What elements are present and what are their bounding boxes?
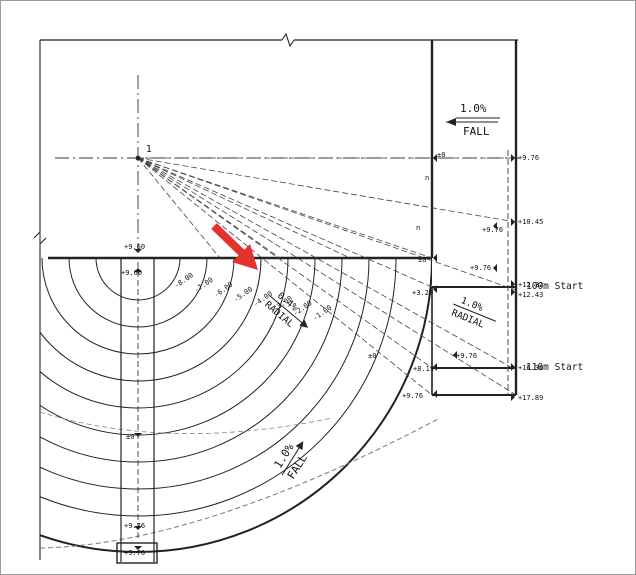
level-runway-976b: +9.76 [124,549,145,557]
centre-lines [55,75,520,252]
level-arc-pm0-low: ±0 [368,352,376,360]
fall-top-annotation: 1.0% FALL [446,102,500,138]
level-mid-976-a: +9.76 [482,226,503,234]
level-right-1243: +12.43 [518,291,543,299]
level-right-1232: +12.32 [518,281,543,289]
drainage-channel [116,258,158,564]
level-left-320: +3.20 [412,289,433,297]
inner-dashed-arc [39,411,333,435]
radial-fall-lines [137,157,517,396]
level-radial-976: +9.76 [456,352,477,360]
level-markers [134,154,515,550]
level-arc-n2: n [416,224,420,232]
level-runway-pm0: ±0 [126,433,134,441]
boundary-lines [33,32,518,560]
level-pit-960b: +9.60 [121,269,142,277]
red-pointer-arrow [211,223,258,270]
arc-depth-labels: -8.00-7.00-6.00-5.00-4.00-3.00-2.00-1.00 [173,271,333,322]
arc-depth-label: -5.00 [232,285,254,304]
level-arc-pm0: ±0 [418,256,426,264]
level-mid-976-b: +9.76 [470,264,491,272]
level-bot-976: +9.76 [402,392,423,400]
level-bot-819: +8.19 [413,365,434,373]
level-runway-976: +9.76 [124,522,145,530]
level-top-left: ±0 [437,151,445,159]
level-top-right: +9.76 [518,154,539,162]
radial-right-annotation: 1.0% RADIAL [450,295,497,331]
level-pit-960: +9.60 [124,243,145,251]
centre-label: 1 [146,144,152,155]
level-right-1045: +10.45 [518,218,543,226]
straight-lanes [430,40,518,396]
level-right-1636: +16.36 [518,364,543,372]
level-arc-n: n [425,174,429,182]
level-right-1789: +17.89 [518,394,543,402]
centre-point [135,155,141,161]
start-110m-label: 110m Start [526,362,583,373]
start-100m-label: 100m Start [526,281,583,292]
level-labels: ±0 +9.76 +10.45 +9.76 +9.76 +12.32 +12.4… [121,151,543,557]
arc-depth-label: -6.00 [213,281,235,300]
fall-top-value: 1.0% [460,102,487,115]
fall-top-word: FALL [463,125,490,138]
outer-dashed-arc [39,417,441,549]
outer-arcs [40,258,432,553]
